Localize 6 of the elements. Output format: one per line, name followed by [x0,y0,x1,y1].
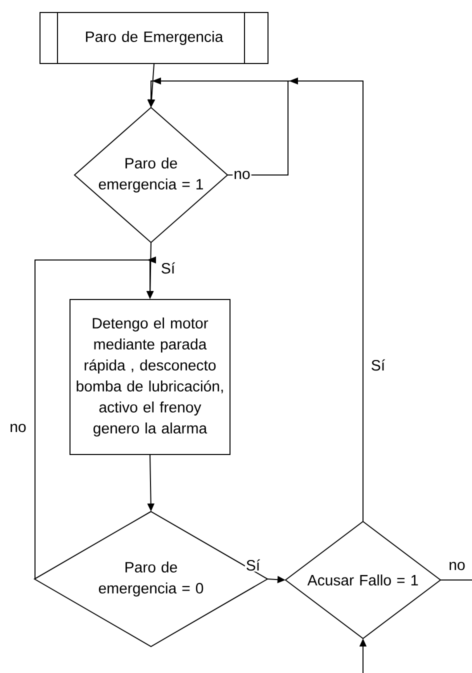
arrow [34,256,156,580]
edge-label: no [448,560,466,572]
edge-label: no [8,422,28,434]
process-box: Detengo el motor mediante parada rápida , desconecto bomba de lubricación, activo el frenoy genero la alarma [70,299,230,455]
edge-label: no [232,170,252,180]
subprocess-box: Paro de Emergencia [40,12,268,64]
